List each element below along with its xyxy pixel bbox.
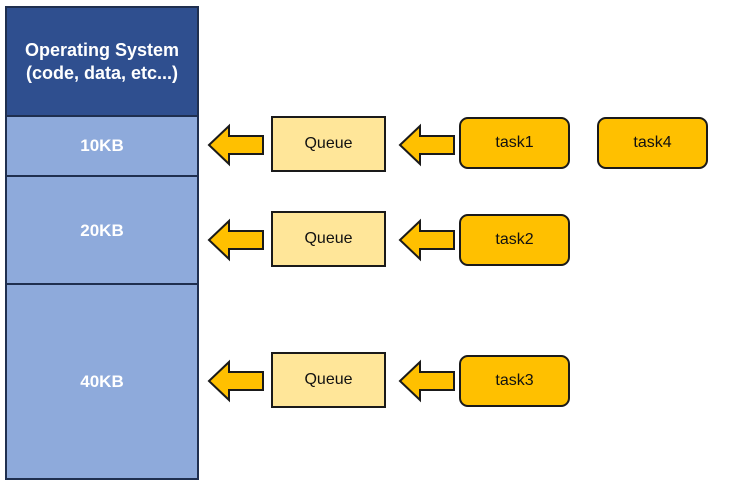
queue-label: Queue: [304, 230, 353, 247]
partition-label: 40KB: [80, 371, 124, 391]
partition-20kb: 20KB: [5, 175, 199, 285]
left-arrow-icon: [398, 123, 455, 167]
partition-label: 10KB: [80, 136, 124, 155]
left-arrow-icon: [207, 123, 264, 167]
partition-label: 20KB: [80, 221, 124, 240]
task-box: task4: [597, 117, 708, 169]
os-label-line1: Operating System: [24, 39, 180, 60]
queue-box: Queue: [271, 211, 386, 267]
queue-box: Queue: [271, 352, 386, 408]
queue-box: Queue: [271, 116, 386, 172]
os-partition: Operating System (code, data, etc...): [5, 6, 199, 117]
left-arrow-icon: [207, 359, 264, 403]
left-arrow-icon: [398, 218, 455, 262]
queue-label: Queue: [304, 371, 353, 388]
task-box: task2: [459, 214, 570, 266]
left-arrow-icon: [207, 218, 264, 262]
left-arrow-icon: [398, 359, 455, 403]
queue-label: Queue: [304, 135, 353, 152]
task-label: task3: [495, 372, 534, 389]
partition-10kb: 10KB: [5, 115, 199, 177]
os-label-line2: (code, data, etc...): [25, 62, 179, 83]
task-label: task2: [495, 231, 534, 248]
task-label: task4: [633, 134, 672, 151]
partition-40kb: 40KB: [5, 283, 199, 480]
task-box: task1: [459, 117, 570, 169]
task-label: task1: [495, 134, 534, 151]
memory-column: Operating System (code, data, etc...) 10…: [5, 6, 199, 480]
task-box: task3: [459, 355, 570, 407]
